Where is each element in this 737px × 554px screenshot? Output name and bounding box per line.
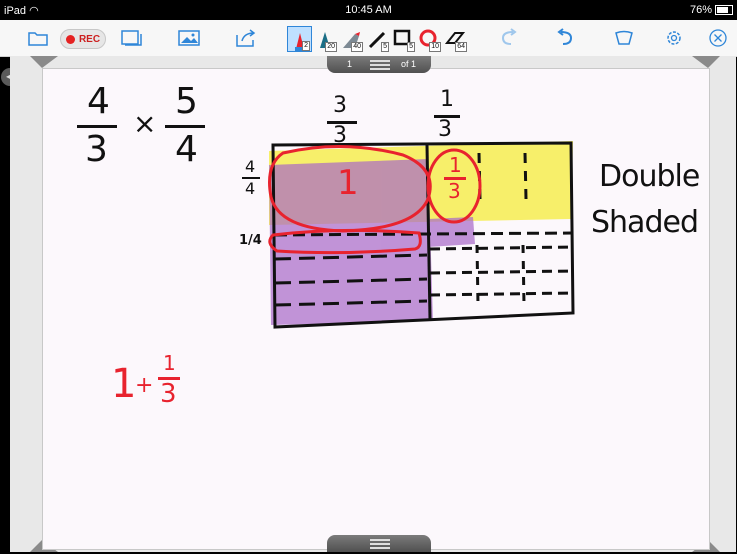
page-indicator[interactable]: 1 of 1 [327, 56, 431, 73]
circle-tool[interactable]: 10 [417, 26, 442, 52]
fraction-a-bar [77, 125, 117, 128]
image-icon [178, 30, 200, 46]
red-annotations [268, 145, 482, 255]
eraser-tool[interactable]: 64 [443, 26, 468, 52]
wifi-icon: ◠ [29, 5, 39, 17]
close-icon [709, 29, 727, 47]
whiteboard-drawing [268, 141, 575, 329]
rectangle-tool[interactable]: 5 [391, 26, 416, 52]
answer-whole: 1 [111, 361, 137, 407]
record-icon [65, 34, 75, 44]
answer-numerator: 1 [163, 351, 176, 375]
fraction-b-denominator: 4 [175, 129, 198, 170]
column-label-left: 3 3 [323, 93, 363, 149]
total-pages: of 1 [401, 59, 417, 69]
area-model-grid [271, 141, 575, 329]
background-icon [121, 30, 142, 46]
toolbar: REC 2 20 40 5 5 10 [0, 20, 737, 57]
pen-red-selected[interactable]: 2 [287, 26, 312, 52]
settings-button[interactable] [662, 26, 686, 50]
insert-image-button[interactable] [176, 26, 202, 50]
fraction-a-denominator: 3 [85, 129, 108, 170]
pen-teal[interactable]: 20 [313, 26, 338, 52]
highlighter-tool[interactable]: 40 [339, 26, 364, 52]
status-bar: iPad ◠ 10:45 AM 76% [0, 0, 737, 20]
fraction-a-numerator: 4 [87, 81, 110, 122]
cell-label-whole: 1 [337, 163, 359, 203]
times-sign: × [133, 107, 157, 140]
battery-status: 76% [690, 4, 733, 16]
drawing-canvas[interactable]: 4 3 × 5 4 3 3 1 3 4 4 1/4 1 [42, 68, 710, 550]
pencil-tool[interactable]: 5 [365, 26, 390, 52]
clock: 10:45 AM [345, 4, 392, 16]
close-button[interactable] [706, 26, 730, 50]
gear-icon [667, 31, 681, 45]
pen-tool-group: 2 20 40 5 5 10 64 [287, 26, 470, 52]
redo-icon [557, 28, 573, 45]
undo-button[interactable] [496, 26, 520, 50]
fraction-b-numerator: 5 [175, 81, 198, 122]
red-marker-icon [295, 33, 305, 51]
row-label-bottom: 1/4 [239, 233, 262, 248]
note-shaded: Shaded [591, 205, 699, 240]
problem-expression: 4 3 × 5 4 [75, 81, 215, 181]
laser-pointer-button[interactable] [612, 26, 636, 50]
undo-icon [501, 28, 517, 45]
pencil-icon [368, 31, 386, 49]
background-button[interactable] [118, 26, 144, 50]
eraser-icon [444, 32, 466, 44]
cell-label-third: 1 3 [443, 153, 467, 209]
laser-pointer-icon [615, 30, 633, 45]
folder-button[interactable] [26, 26, 50, 50]
rectangle-tool-icon [393, 29, 411, 46]
column-label-right: 1 3 [428, 87, 468, 143]
device-label: iPad ◠ [4, 5, 39, 17]
answer-denominator: 3 [160, 379, 177, 409]
row-label-top: 4 4 [239, 157, 263, 207]
share-icon [236, 29, 256, 47]
record-button[interactable]: REC [60, 29, 106, 49]
note-double: Double [599, 159, 700, 194]
share-button[interactable] [233, 26, 259, 50]
redo-button[interactable] [554, 26, 578, 50]
answer-expression: 1 + 1 3 [105, 351, 205, 431]
page-list-icon [370, 60, 390, 70]
answer-plus: + [135, 373, 154, 398]
current-page: 1 [347, 59, 353, 69]
battery-icon [715, 5, 733, 15]
folder-icon [28, 32, 48, 46]
circle-tool-icon [419, 29, 437, 47]
whiteboard-frame: 4 3 × 5 4 3 3 1 3 4 4 1/4 1 [10, 56, 736, 552]
bottom-drawer-handle[interactable] [327, 535, 431, 552]
drawer-handle-icon [370, 539, 390, 549]
fraction-b-bar [165, 125, 205, 128]
